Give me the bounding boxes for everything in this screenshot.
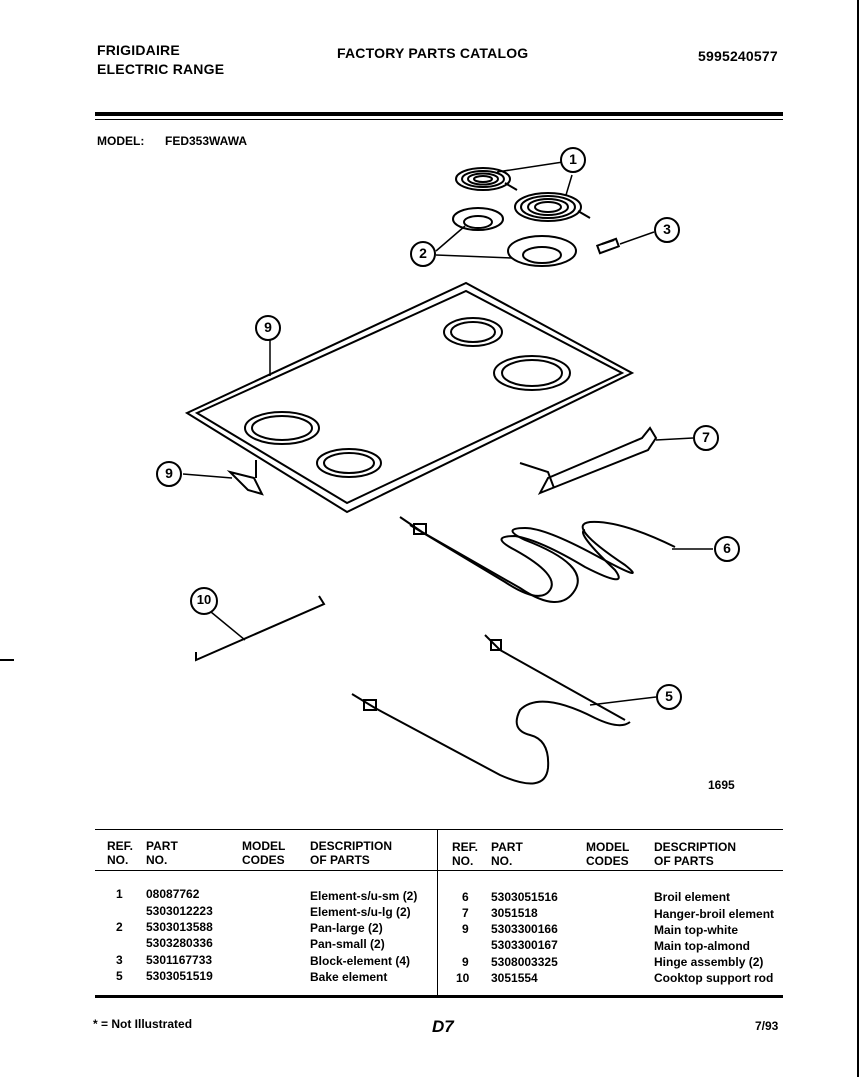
element-small-icon: [455, 167, 518, 191]
callout-10: 10: [196, 592, 212, 607]
row-part: 3051518: [491, 906, 538, 920]
callout-1: 1: [569, 151, 577, 167]
row-ref: 7: [462, 906, 469, 920]
table-bottom-rule: [95, 995, 783, 998]
broil-element-icon: [399, 516, 676, 603]
page-number: D7: [432, 1017, 454, 1036]
hanger-icon: [519, 426, 658, 495]
header-rule-thin: [95, 119, 783, 120]
row-desc: Bake element: [310, 970, 388, 984]
page-edge: [857, 0, 859, 1077]
row-part: 5303051516: [491, 890, 558, 904]
row-desc: Hinge assembly (2): [654, 955, 764, 969]
row-part: 08087762: [146, 887, 200, 901]
model-label: MODEL:: [97, 134, 145, 148]
row-ref: 6: [462, 890, 469, 904]
row-ref: 2: [116, 920, 123, 934]
callout-5: 5: [665, 688, 673, 704]
bake-element-icon: [351, 634, 631, 785]
row-desc: Element-s/u-sm (2): [310, 889, 418, 903]
hinge-icon: [226, 460, 264, 496]
callout-2: 2: [419, 245, 427, 261]
row-ref: 10: [456, 971, 470, 985]
callout-3: 3: [663, 221, 671, 237]
header-ref-right: REF.NO.: [452, 840, 479, 868]
row-part: 5303013588: [146, 920, 213, 934]
row-part: 5303012223: [146, 904, 213, 918]
table-header-rule: [95, 870, 783, 871]
row-part: 5308003325: [491, 955, 558, 969]
block-element-icon: [595, 237, 621, 255]
catalog-title: FACTORY PARTS CATALOG: [337, 45, 529, 61]
catalog-date: 7/93: [755, 1019, 779, 1033]
row-desc: Pan-small (2): [310, 937, 385, 951]
row-part: 5303051519: [146, 969, 213, 983]
brand-name: FRIGIDAIRE: [97, 42, 180, 58]
callout-9-top: 9: [264, 319, 272, 335]
row-desc: Cooktop support rod: [654, 971, 774, 985]
element-large-icon: [514, 192, 591, 222]
pan-small-icon: [452, 207, 504, 231]
parts-diagram: [156, 147, 740, 785]
margin-mark: [0, 659, 14, 661]
row-part: 5303300166: [491, 922, 558, 936]
main-top-icon: [184, 281, 635, 514]
row-part: 5301167733: [146, 953, 213, 967]
table-top-rule: [95, 829, 783, 830]
header-ref: REF.NO.: [107, 839, 134, 867]
product-type: ELECTRIC RANGE: [97, 61, 225, 77]
support-rod-icon: [195, 595, 326, 662]
row-desc: Block-element (4): [310, 954, 411, 968]
row-part: 3051554: [491, 971, 538, 985]
row-ref: 9: [462, 955, 469, 969]
row-ref: 9: [462, 922, 469, 936]
row-desc: Hanger-broil element: [654, 907, 775, 921]
row-desc: Broil element: [654, 890, 731, 904]
pan-large-icon: [507, 235, 577, 267]
figure-number: 1695: [708, 778, 735, 792]
row-ref: 5: [116, 969, 123, 983]
header-rule-thick: [95, 112, 783, 116]
row-desc: Element-s/u-lg (2): [310, 905, 411, 919]
row-ref: 1: [116, 887, 123, 901]
row-desc: Pan-large (2): [310, 921, 383, 935]
catalog-number: 5995240577: [698, 48, 778, 64]
row-desc: Main top-almond: [654, 939, 750, 953]
row-desc: Main top-white: [654, 923, 738, 937]
table-divider: [437, 829, 438, 997]
model-value: FED353WAWA: [165, 134, 248, 148]
callout-9-hinge: 9: [165, 465, 173, 481]
row-part: 5303280336: [146, 936, 213, 950]
callout-6: 6: [723, 540, 731, 556]
callout-7: 7: [702, 429, 710, 445]
row-ref: 3: [116, 953, 123, 967]
row-part: 5303300167: [491, 938, 558, 952]
footnote: * = Not Illustrated: [93, 1017, 193, 1031]
